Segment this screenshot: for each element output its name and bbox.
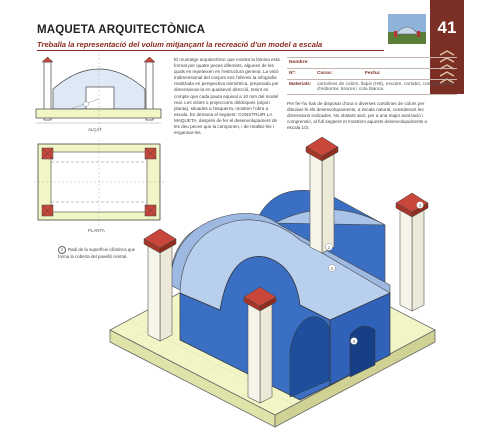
elevation-drawing (35, 54, 162, 132)
plan-label: PLANTA (88, 228, 105, 233)
page-subtitle: Treballa la representació del volum mitj… (37, 40, 323, 49)
student-form: Nombre: Nº: Curso: Fecha: Materials: car… (287, 57, 457, 95)
materials-label: Materials: (289, 82, 312, 87)
isometric-model: 1 2 3 4 (109, 136, 436, 428)
iso-marker-2: 2 (331, 266, 334, 271)
elevation-label: ALÇAT (88, 127, 102, 132)
note-text: Radi de la superfície cilíndrica que for… (58, 247, 136, 259)
date-label: Fecha: (365, 71, 381, 76)
plan-drawing (34, 140, 164, 226)
number-label: Nº: (289, 71, 296, 76)
page-title: MAQUETA ARQUITECTÒNICA (37, 24, 206, 36)
iso-marker-4: 4 (419, 203, 422, 208)
name-row: Nombre: (287, 57, 457, 68)
iso-marker-3: 3 (353, 339, 356, 344)
course-label: Curso: (317, 71, 333, 76)
name-label: Nombre: (289, 60, 309, 65)
course-row: Nº: Curso: Fecha: (287, 68, 457, 79)
iso-marker-1: 1 (328, 245, 331, 250)
thumbnail-photo (388, 14, 426, 44)
title-divider (37, 50, 384, 51)
scale-instructions: Per fer-ho has de disposar d'una o diver… (287, 101, 427, 131)
note-marker: 2 (58, 246, 66, 254)
instructions-text: El muntatge arquitectònic que mostra la … (174, 57, 280, 136)
page-number: 41 (437, 18, 457, 37)
materials-value: cartolines de colors, llapis (HB), escai… (317, 82, 455, 93)
materials-row: Materials: cartolines de colors, llapis … (287, 79, 457, 95)
